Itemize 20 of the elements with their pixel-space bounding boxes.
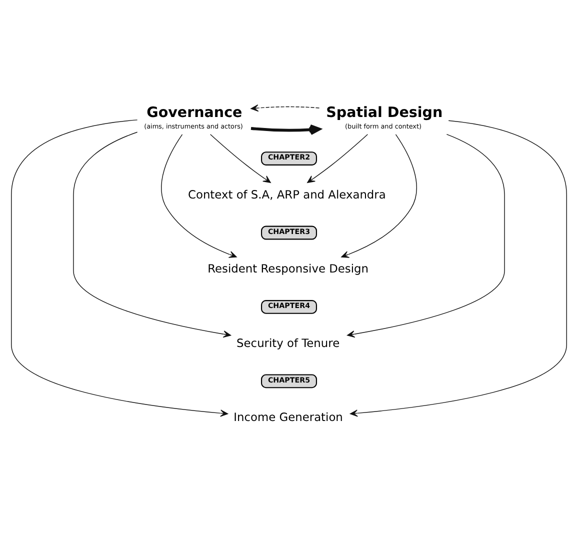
arrow [341, 134, 417, 258]
node-text: Income Generation [234, 410, 343, 424]
node-text: Security of Tenure [236, 335, 340, 350]
arrow [307, 134, 368, 183]
node-box: CHAPTER4 [260, 300, 318, 314]
node-box: CHAPTER5 [260, 374, 318, 388]
node-text: Spatial Design [326, 104, 443, 121]
node-text: Resident Responsive Design [208, 261, 368, 276]
node-box: CHAPTER2 [260, 151, 318, 165]
node-text: Context of S.A, ARP and Alexandra [188, 186, 386, 201]
node-text: Governance [146, 104, 242, 121]
node-box: CHAPTER3 [260, 225, 318, 240]
arrow [210, 134, 271, 183]
arrow [161, 134, 237, 258]
arrow [350, 120, 567, 416]
arrow [73, 131, 232, 338]
arrow [346, 133, 505, 338]
arrow [250, 124, 321, 134]
arrow [11, 119, 228, 416]
arrow [250, 104, 320, 112]
